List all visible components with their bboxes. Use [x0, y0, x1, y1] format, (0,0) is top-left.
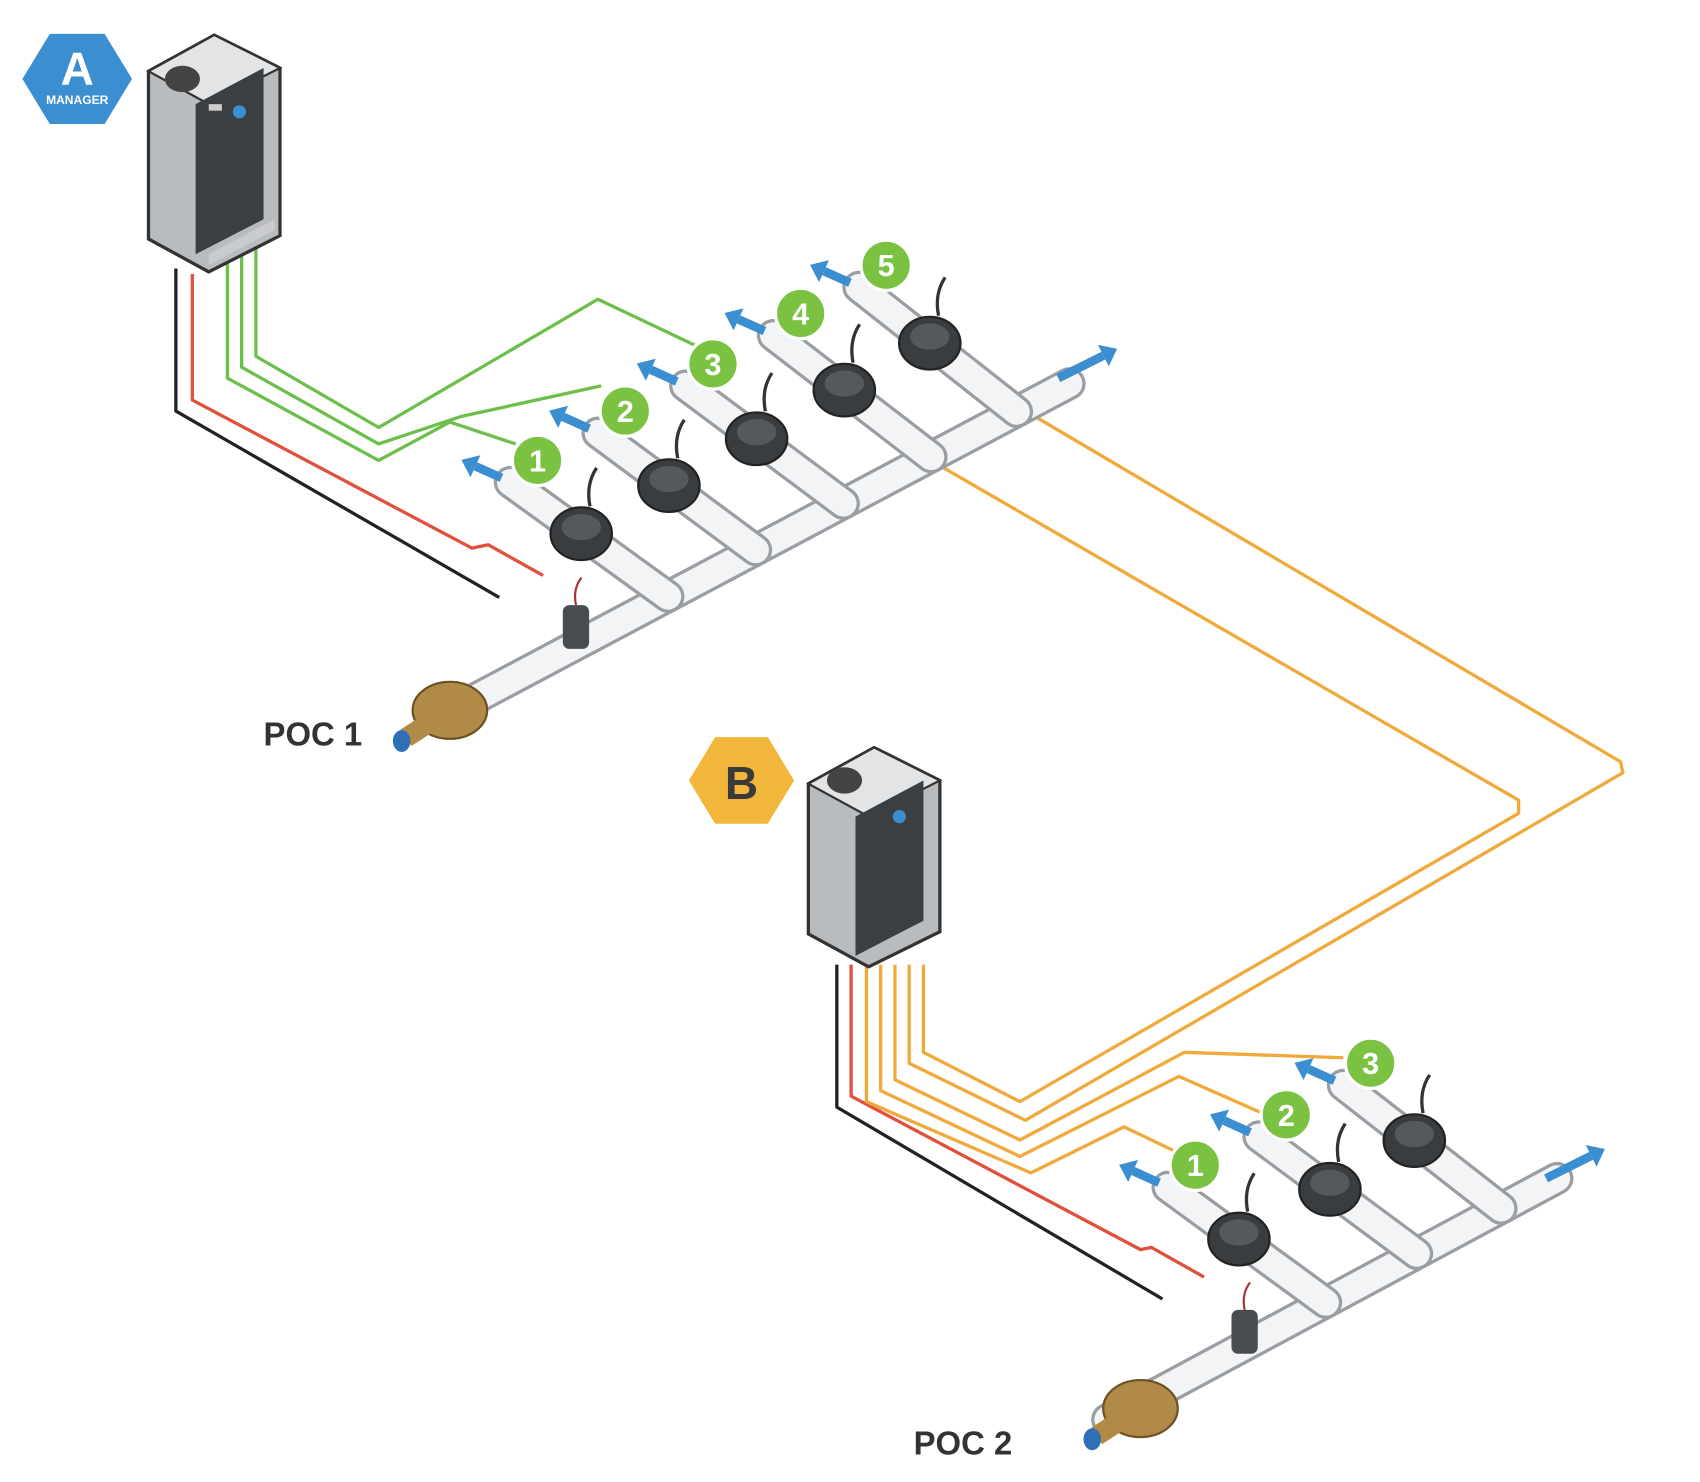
badge-caption-manager: MANAGER	[46, 93, 109, 107]
wire-power-b	[849, 964, 1205, 1279]
master-valve-icon	[392, 680, 489, 752]
wire-zone-a	[254, 246, 703, 430]
controller-a	[146, 33, 283, 274]
wire-zone-b	[893, 964, 1344, 1142]
zone-badge-a-1: 1	[510, 433, 565, 488]
zone-number: 1	[1187, 1148, 1204, 1183]
controller-b	[806, 745, 943, 969]
flow-arrow-icon	[1119, 1160, 1161, 1187]
poc-1-label: POC 1	[264, 715, 363, 752]
valve-icon	[1207, 1172, 1271, 1267]
valve-icon	[1298, 1122, 1362, 1217]
poc-2-label: POC 2	[914, 1425, 1013, 1462]
flow-arrow-icon	[810, 260, 852, 287]
zone-badge-b-2: 2	[1259, 1087, 1314, 1142]
badge-b: B	[688, 737, 795, 824]
flow-arrow-icon	[461, 455, 504, 482]
flow-arrow-out-icon	[1056, 344, 1118, 383]
wire-zone-b-to-a	[834, 404, 1521, 1104]
zone-badge-a-5: 5	[859, 238, 914, 293]
flow-arrow-icon	[724, 308, 767, 336]
wire-zone-b	[879, 964, 1262, 1159]
wire-common-a	[174, 268, 501, 599]
valve-icon	[549, 466, 614, 562]
zone-number: 2	[617, 394, 634, 429]
flow-arrow-icon	[549, 405, 591, 433]
zone-badge-b-3: 3	[1343, 1036, 1398, 1091]
zone-badge-b-1: 1	[1168, 1138, 1223, 1193]
zone-badge-a-3: 3	[686, 337, 740, 391]
zone-badges: 1 2 3 4 5 1 2 3	[510, 238, 1398, 1193]
flow-arrow-out-icon	[1544, 1145, 1605, 1183]
zone-badge-a-2: 2	[598, 384, 653, 438]
wire-zone-b	[864, 964, 1180, 1175]
zone-number: 4	[792, 296, 809, 331]
wire-zone-a	[239, 252, 602, 446]
badge-letter-a: A	[61, 42, 94, 94]
zone-number: 3	[1362, 1046, 1379, 1081]
pipes	[422, 270, 1574, 1436]
zone-number: 5	[878, 248, 895, 283]
valve-icon	[637, 418, 701, 514]
flow-arrow-icon	[1294, 1058, 1337, 1085]
zone-number: 1	[529, 443, 546, 478]
flow-sensor-icon	[562, 576, 590, 649]
flow-sensor-icon	[1231, 1281, 1258, 1354]
wires	[174, 246, 1625, 1301]
valve-icon	[1382, 1073, 1447, 1169]
zone-number: 3	[704, 347, 721, 382]
flow-arrow-icon	[1210, 1109, 1252, 1137]
valve-icon	[898, 276, 962, 371]
valve-icon	[724, 372, 789, 467]
zone-badge-a-4: 4	[773, 286, 828, 341]
master-valve-icon	[1083, 1378, 1179, 1451]
wire-zone-b-to-a	[907, 349, 1625, 1122]
wire-zone-a	[225, 257, 517, 463]
wire-power-a	[190, 274, 544, 577]
manager-badge-a: A MANAGER	[22, 33, 133, 125]
devices	[392, 260, 1605, 1451]
badge-letter-b: B	[725, 757, 758, 809]
valve-icon	[812, 323, 877, 418]
flow-arrow-icon	[636, 358, 679, 386]
wire-common-b	[835, 964, 1164, 1301]
zone-number: 2	[1278, 1098, 1295, 1133]
